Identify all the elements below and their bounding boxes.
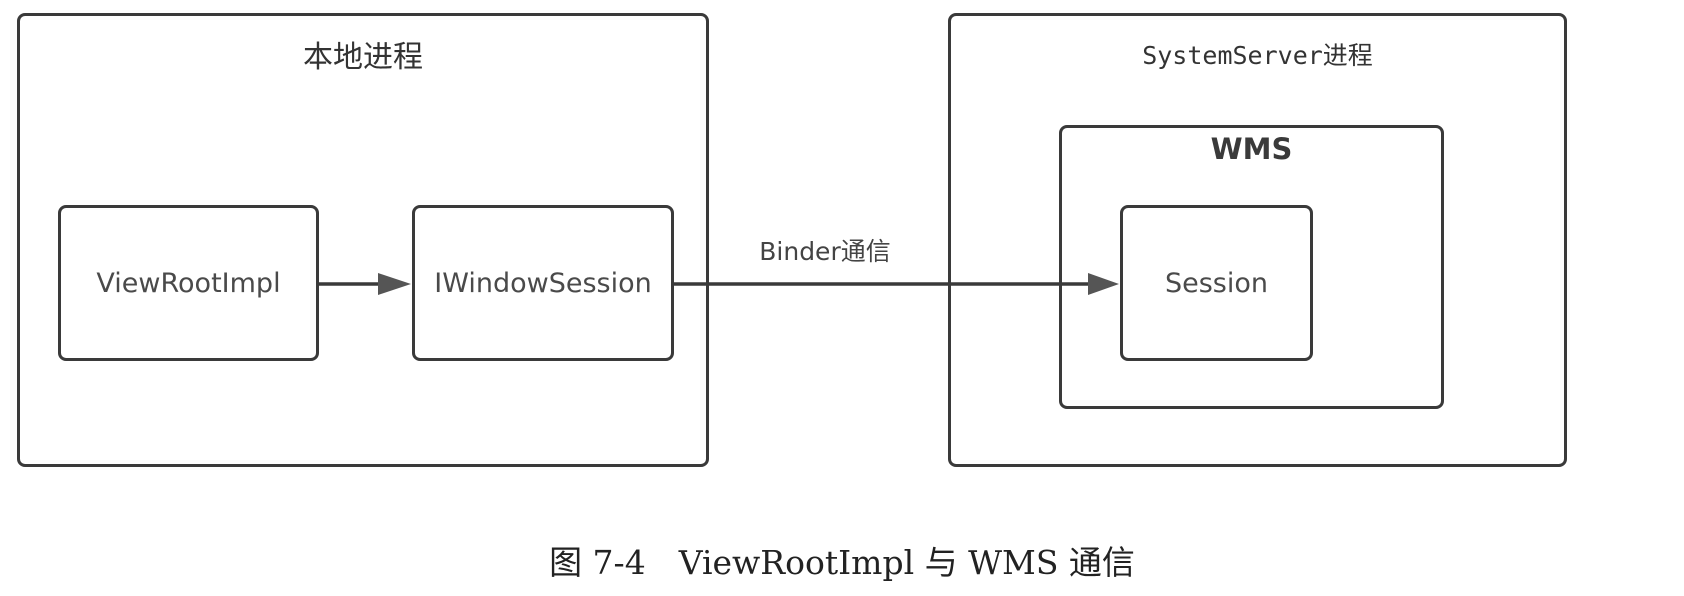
binder-edge-label: Binder通信	[759, 237, 891, 266]
system-server-process-container	[948, 13, 1567, 467]
figure-caption: 图 7-4 ViewRootImpl 与 WMS 通信	[549, 543, 1135, 582]
session-node: Session	[1120, 205, 1313, 361]
iwindow-session-label: IWindowSession	[434, 267, 652, 299]
view-root-impl-node: ViewRootImpl	[58, 205, 319, 361]
iwindow-session-node: IWindowSession	[412, 205, 674, 361]
view-root-impl-label: ViewRootImpl	[96, 267, 281, 299]
local-process-container	[17, 13, 709, 467]
local-process-title: 本地进程	[303, 40, 423, 75]
session-label: Session	[1164, 267, 1269, 299]
wms-title: WMS	[1210, 132, 1293, 166]
system-server-process-title: SystemServer进程	[1142, 41, 1373, 70]
wms-container	[1059, 125, 1444, 409]
